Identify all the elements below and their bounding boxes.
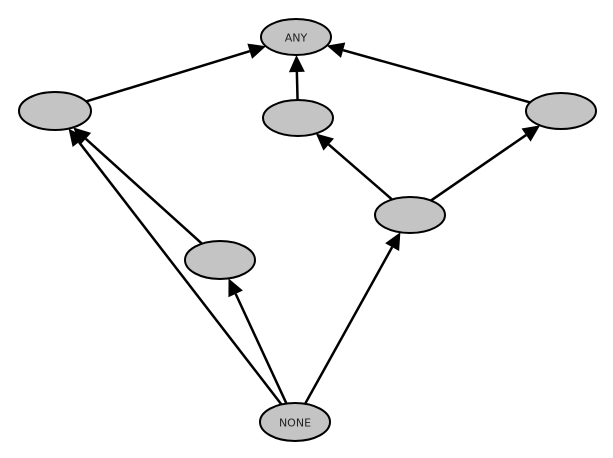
- node-any: ANY: [260, 18, 332, 56]
- node-label: ANY: [285, 32, 308, 45]
- node-mid: [262, 99, 334, 137]
- node-ellipse: [18, 91, 92, 131]
- edge-line: [342, 48, 531, 104]
- nodes-layer: ANY NONE: [18, 18, 597, 442]
- edge-none-to-lower-left: [228, 278, 288, 405]
- arrowhead-icon: [228, 278, 243, 298]
- edge-center-to-mid: [315, 133, 393, 201]
- edge-none-to-left: [68, 128, 283, 406]
- node-left: [18, 91, 92, 131]
- edge-line: [430, 134, 527, 202]
- node-none: NONE: [259, 402, 331, 442]
- edge-left-to-any: [85, 43, 266, 103]
- node-center: [374, 196, 446, 234]
- edge-line: [295, 71, 299, 101]
- node-ellipse: [262, 99, 334, 137]
- edge-line: [234, 293, 288, 405]
- edges-layer: [68, 42, 541, 406]
- node-ellipse: [525, 92, 597, 130]
- arrowhead-icon: [385, 232, 401, 252]
- arrowhead-icon: [315, 133, 334, 151]
- arrowhead-icon: [521, 125, 541, 142]
- node-ellipse: [260, 18, 332, 56]
- arrowhead-icon: [288, 54, 305, 73]
- node-ellipse: [259, 402, 331, 442]
- edge-right-to-any: [326, 42, 531, 104]
- node-label: NONE: [279, 417, 311, 430]
- node-right: [525, 92, 597, 130]
- arrowhead-icon: [68, 128, 86, 147]
- arrowhead-icon: [326, 42, 346, 58]
- node-ellipse: [374, 196, 446, 234]
- arrowhead-icon: [247, 43, 266, 59]
- edge-line: [84, 137, 203, 245]
- node-ellipse: [184, 240, 256, 280]
- edge-line: [77, 141, 283, 406]
- edge-center-to-right: [430, 125, 541, 202]
- edge-line: [327, 143, 393, 201]
- edge-line: [85, 50, 251, 103]
- edge-mid-to-any: [288, 54, 305, 101]
- edge-none-to-center: [304, 232, 401, 405]
- edge-line: [304, 246, 394, 405]
- edge-lower-left-to-left: [73, 127, 203, 245]
- node-lower-left: [184, 240, 256, 280]
